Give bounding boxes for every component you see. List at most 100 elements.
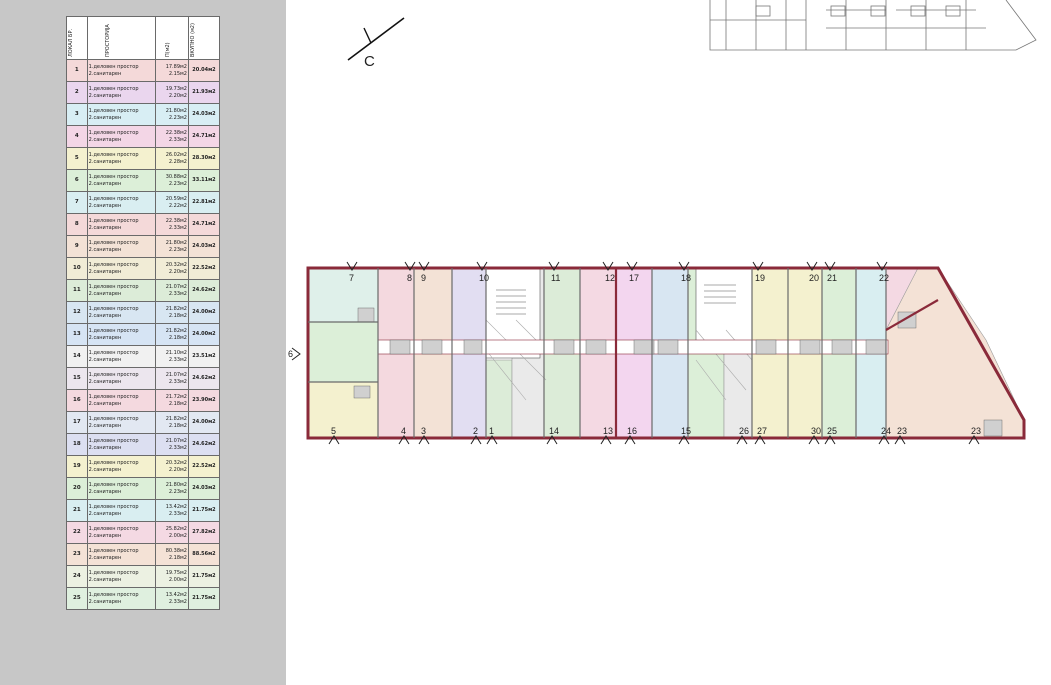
unit-number: 22 [66,521,88,544]
entry-label: 9 [421,273,426,283]
entry-arrow-icon [824,261,836,271]
section-marker: C [347,17,405,70]
unit-number: 12 [66,301,88,324]
units-area-table: ЛОКАЛ БР. ПРОСТОРИЈА П(м2) ВКУПНО (м2) 1… [66,16,221,610]
entry-label: 26 [739,426,749,436]
unit-total-area: 24.62м2 [187,279,221,302]
entry-arrow-icon [476,261,488,271]
unit-total-area: 23.90м2 [187,389,221,412]
entry-arrow-icon [808,435,820,445]
entry-label: 25 [827,426,837,436]
legend-panel: ЛОКАЛ БР. ПРОСТОРИЈА П(м2) ВКУПНО (м2) 1… [0,0,286,685]
unit-total-area: 21.93м2 [187,81,221,104]
entry-label: 21 [827,273,837,283]
entry-arrow-icon [876,261,888,271]
entry-arrow-icon [418,435,430,445]
entry-label: 7 [349,273,354,283]
unit-total-area: 27.82м2 [187,521,221,544]
unit-number: 16 [66,389,88,412]
entry-label: 15 [681,426,691,436]
table-header-row: ЛОКАЛ БР. ПРОСТОРИЈА П(м2) ВКУПНО (м2) [66,16,221,60]
entry-arrow-icon [486,435,498,445]
unit-number: 3 [66,103,88,126]
header-unit-no: ЛОКАЛ БР. [66,16,88,60]
unit-number: 17 [66,411,88,434]
entry-arrow-icon [754,435,766,445]
unit-total-area: 24.03м2 [187,103,221,126]
unit-number: 24 [66,565,88,588]
entry-arrow-icon [894,435,906,445]
entry-label: 2 [473,426,478,436]
entry-label: 14 [549,426,559,436]
entry-arrow-icon [968,435,980,445]
unit-number: 6 [66,169,88,192]
entry-arrow-icon [736,435,748,445]
entry-label: 12 [605,273,615,283]
unit-total-area: 33.11м2 [187,169,221,192]
entry-label: 20 [809,273,819,283]
structural-walls [614,268,939,438]
entry-arrow-icon [678,261,690,271]
unit-number: 11 [66,279,88,302]
unit-number: 7 [66,191,88,214]
entry-arrow-icon [824,435,836,445]
unit-number: 18 [66,433,88,456]
unit-total-area: 24.71м2 [187,213,221,236]
unit-number: 25 [66,587,88,610]
unit-number: 4 [66,125,88,148]
entry-arrow-icon [624,435,636,445]
floor-plan: C [288,0,1037,445]
entry-arrow-icon [878,435,890,445]
unit-total-area: 24.00м2 [187,301,221,324]
unit-number: 19 [66,455,88,478]
unit-total-area: 24.03м2 [187,477,221,500]
entry-arrow-icon [470,435,482,445]
unit-number: 13 [66,323,88,346]
unit-total-area: 24.00м2 [187,411,221,434]
entry-label: 13 [603,426,613,436]
entry-label: 4 [401,426,406,436]
header-area: П(м2) [154,16,189,60]
